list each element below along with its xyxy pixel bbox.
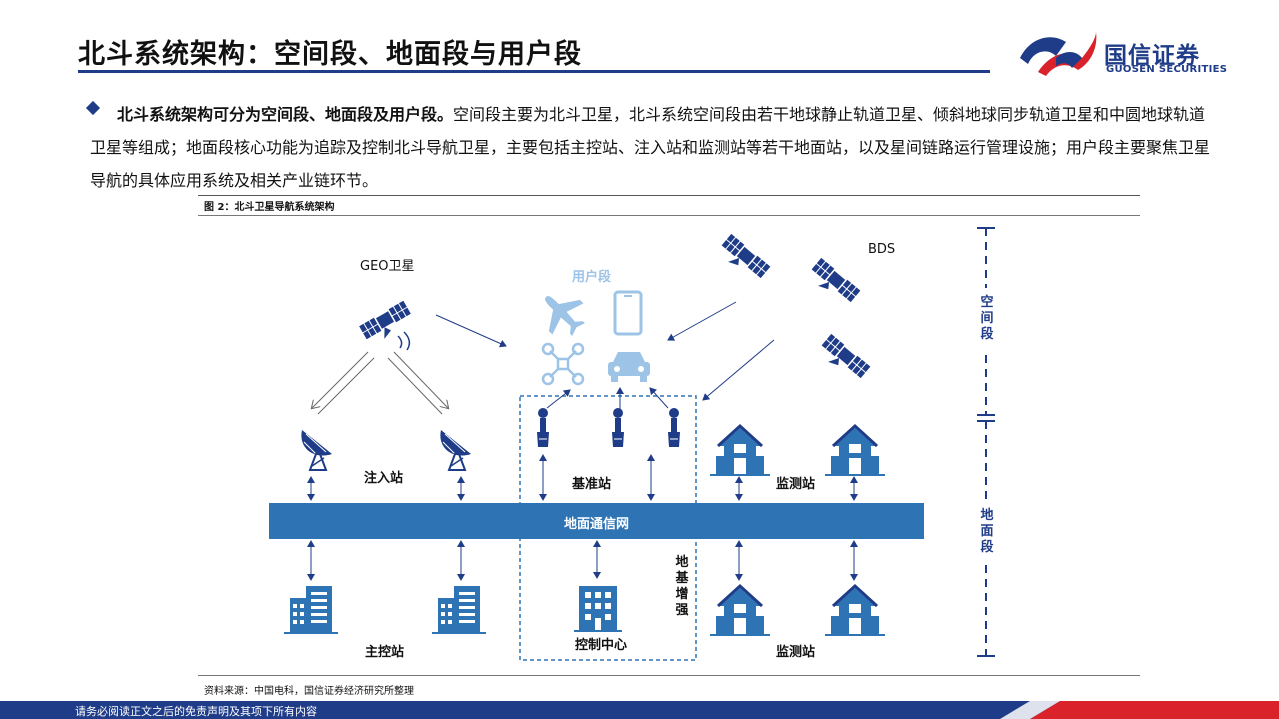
satellite-dish-icon (300, 429, 333, 471)
master-control-building-icon (431, 585, 487, 634)
monitoring-station-label-bottom: 监测站 (776, 645, 816, 660)
control-center-label: 控制中心 (575, 638, 628, 653)
ground-segment-label: 地面段 (980, 508, 994, 555)
bds-label: BDS (868, 242, 896, 257)
monitoring-station-icon (823, 584, 887, 637)
bds-satellite-icon (805, 256, 862, 310)
segment-bracket (977, 227, 995, 657)
reference-tower-icon (611, 407, 625, 448)
master-control-building-icon (283, 585, 339, 634)
control-center-building-icon (574, 586, 622, 632)
guosen-logo-icon (1020, 32, 1097, 76)
body-lead: 北斗系统架构可分为空间段、地面段及用户段。 (117, 105, 454, 124)
title-divider (78, 70, 990, 73)
geo-satellite-icon (357, 299, 417, 348)
logo-text: 国信证券 (1104, 43, 1200, 69)
body-text: 空间段主要为北斗卫星，北斗系统空间段由若干地球静止轨道卫星、倾斜地球同步轨道卫星… (90, 105, 1211, 190)
figure-top-rule (198, 195, 1140, 196)
smartphone-icon (613, 290, 643, 336)
footer-bar (0, 701, 1279, 719)
satellite-dish-icon (439, 429, 472, 471)
car-icon (608, 352, 650, 382)
reference-tower-icon (667, 407, 681, 448)
ground-network-bar (269, 503, 924, 539)
airplane-icon (545, 296, 585, 336)
user-segment-label: 用户段 (572, 270, 612, 285)
ground-network-label: 地面通信网 (563, 517, 629, 532)
monitoring-station-icon (823, 424, 887, 477)
figure-bottom-rule (198, 675, 1140, 676)
figure-caption-rule (198, 215, 1140, 216)
monitoring-station-icon (708, 584, 772, 637)
footer-accent-icon (1000, 701, 1279, 719)
monitoring-station-icon (708, 424, 772, 477)
page-title: 北斗系统架构：空间段、地面段与用户段 (78, 39, 582, 70)
logo-subtext: GUOSEN SECURITIES (1106, 64, 1228, 75)
space-segment-label: 空间段 (980, 295, 994, 342)
bds-satellite-icon (715, 232, 772, 286)
monitoring-station-label-top: 监测站 (776, 477, 816, 492)
body-paragraph: 北斗系统架构可分为空间段、地面段及用户段。空间段主要为北斗卫星，北斗系统空间段由… (90, 98, 1210, 197)
figure-caption: 图 2：北斗卫星导航系统架构 (204, 202, 335, 213)
master-control-label: 主控站 (365, 645, 405, 660)
injection-station-label: 注入站 (364, 471, 404, 486)
footer-disclaimer: 请务必阅读正文之后的免责声明及其项下所有内容 (75, 705, 317, 718)
reference-station-label: 基准站 (572, 477, 612, 492)
geo-satellite-label: GEO卫星 (360, 259, 415, 274)
ground-augmentation-label: 地基增强 (675, 555, 689, 618)
source-note: 资料来源：中国电科，国信证券经济研究所整理 (204, 686, 414, 697)
drone-icon (541, 342, 585, 386)
reference-tower-icon (536, 407, 550, 448)
bds-satellite-icon (815, 332, 872, 386)
